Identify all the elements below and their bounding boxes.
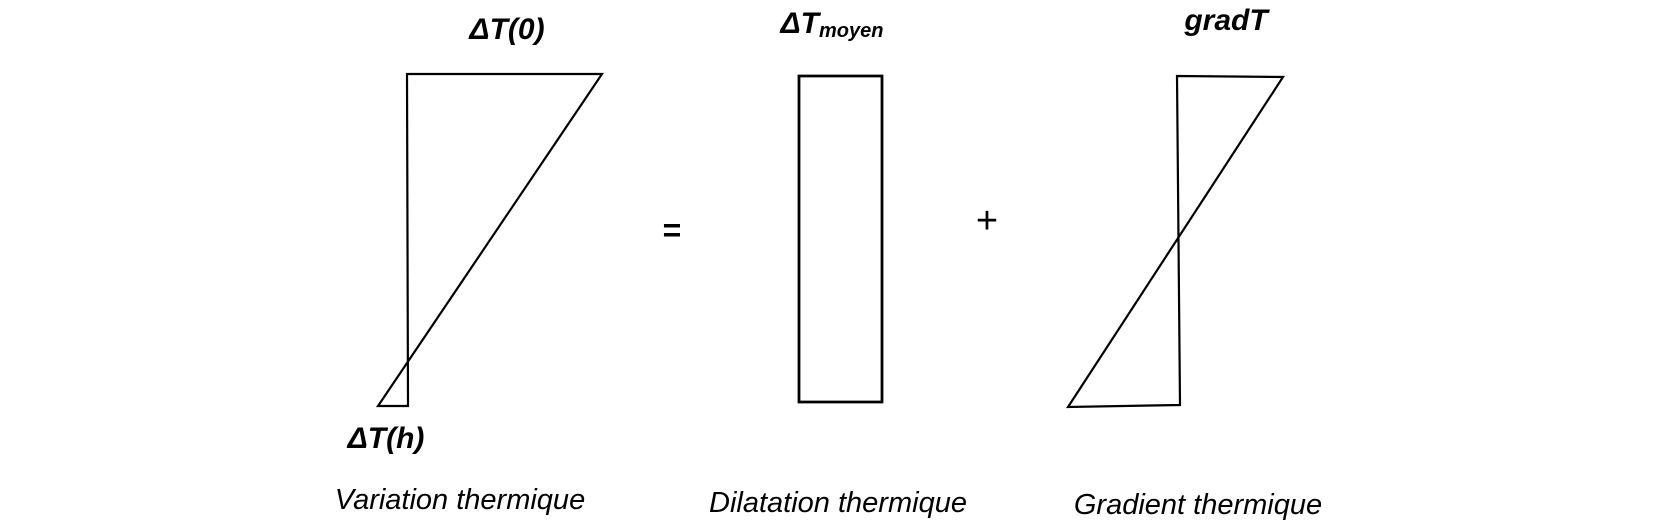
delta-t-moyen-subscript: moyen xyxy=(819,20,884,43)
plus-sign: + xyxy=(975,200,999,242)
variation-thermique-caption: Variation thermique xyxy=(334,484,586,516)
delta-t0-label: ΔT(0) xyxy=(469,13,545,46)
dilatation-thermique-caption: Dilatation thermique xyxy=(709,487,967,519)
variation-thermique-profile-shape xyxy=(375,72,605,408)
gradient-thermique-bowtie-shape xyxy=(1065,74,1286,409)
equals-sign: = xyxy=(662,212,682,248)
delta-th-label: ΔT(h) xyxy=(347,422,425,455)
dilatation-thermique-rectangle-shape xyxy=(797,74,884,404)
gradient-thermique-caption: Gradient thermique xyxy=(1073,489,1323,521)
gradt-label: gradT xyxy=(1184,4,1268,37)
delta-t-moyen-label: ΔTmoyen xyxy=(780,7,884,43)
delta-t-moyen-base: ΔT xyxy=(780,7,819,40)
